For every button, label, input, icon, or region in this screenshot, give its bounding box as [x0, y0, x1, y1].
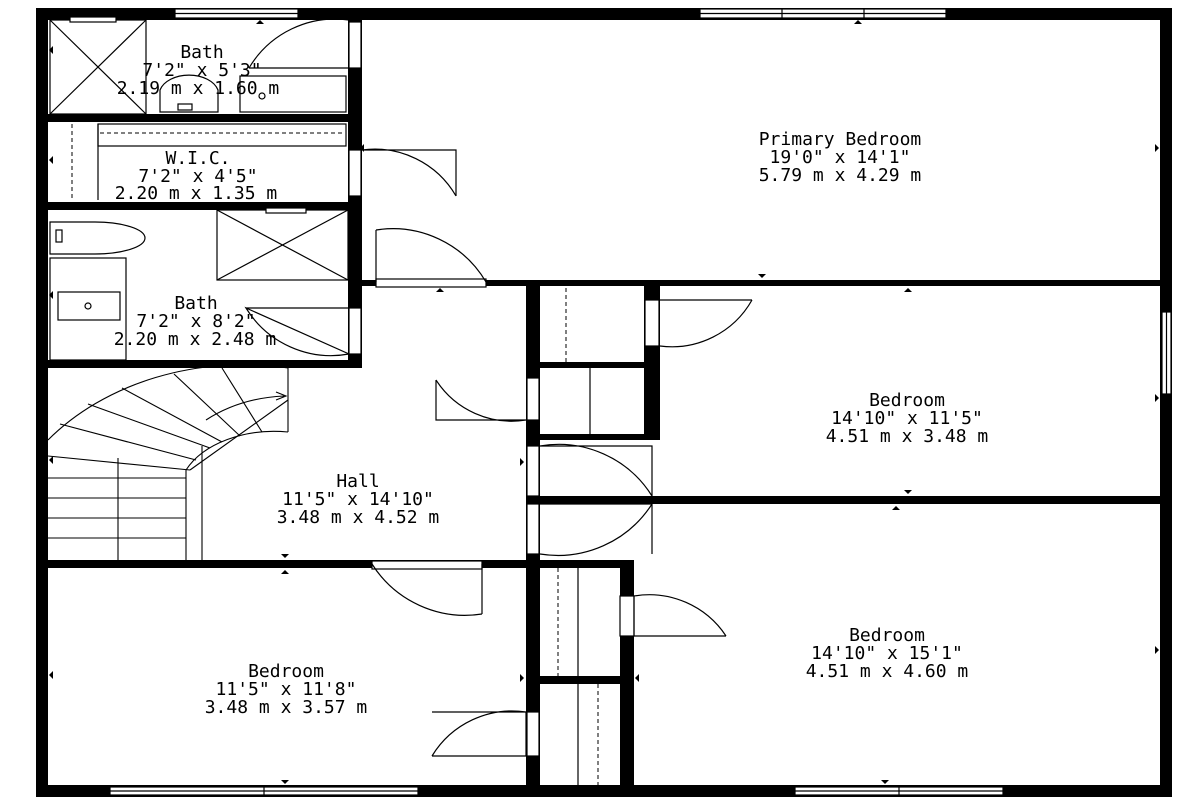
wall-closet-bottom [540, 434, 660, 440]
door-se-closet [633, 594, 727, 637]
room-imperial: 11'5" x 11'8" [216, 679, 357, 700]
door-sw-closet [431, 710, 527, 757]
wall-wic-bath [48, 202, 348, 210]
wall-hall-bottom [48, 560, 526, 568]
room-imperial: 7'2" x 5'3" [142, 60, 261, 81]
wall-lower-closet-mid [540, 676, 620, 684]
room-name: W.I.C. [165, 148, 230, 169]
door-primary [375, 228, 487, 283]
room-labels: Bath 7'2" x 5'3" 2.19 m x 1.60 m W.I.C. … [114, 42, 989, 718]
door-jamb-bath-top [348, 21, 362, 69]
sink-top [239, 75, 347, 113]
door-jamb-bedroom-se [526, 503, 540, 555]
wall-bedroom-east-bottom [540, 496, 1160, 504]
door-jamb-closet-east [644, 299, 660, 347]
toilet-tank-mid [55, 229, 63, 243]
room-primary-bedroom: Primary Bedroom 19'0" x 14'1" 5.79 m x 4… [759, 129, 922, 186]
toilet-mid [49, 221, 146, 255]
room-wic: W.I.C. 7'2" x 4'5" 2.20 m x 1.35 m [115, 148, 278, 204]
room-metric: 2.20 m x 1.35 m [115, 183, 278, 204]
door-jamb-closet-upper [526, 377, 540, 421]
room-name: Bedroom [849, 625, 925, 646]
room-imperial: 14'10" x 15'1" [811, 643, 963, 664]
door-jamb-primary [375, 278, 487, 288]
wall-lower-closet-top [540, 560, 632, 568]
room-bedroom-se: Bedroom 14'10" x 15'1" 4.51 m x 4.60 m [806, 625, 969, 682]
door-bedroom-se [539, 503, 653, 557]
room-imperial: 11'5" x 14'10" [282, 489, 434, 510]
windows [109, 8, 1172, 796]
room-imperial: 19'0" x 14'1" [770, 147, 911, 168]
room-name: Hall [336, 471, 379, 492]
toilet-tank-top [177, 103, 193, 111]
toilet-top [159, 74, 219, 113]
door-jamb-wic [348, 149, 362, 197]
room-name: Primary Bedroom [759, 129, 922, 150]
room-bath-mid: Bath 7'2" x 8'2" 2.20 m x 2.48 m [114, 293, 277, 350]
fixtures [49, 16, 599, 785]
room-bedroom-sw: Bedroom 11'5" x 11'8" 3.48 m x 3.57 m [205, 661, 368, 718]
room-name: Bath [180, 42, 223, 63]
wic-shelf [97, 123, 347, 147]
staircase [47, 364, 289, 560]
doors [244, 18, 753, 757]
door-jamb-bedroom-sw [371, 560, 483, 570]
wall-primary-bottom [362, 280, 1160, 286]
outer-wall-left [36, 8, 48, 797]
room-name: Bath [174, 293, 217, 314]
dimension-ticks [49, 20, 1159, 784]
door-bath-mid [244, 306, 352, 357]
door-jamb-bath-mid [348, 307, 362, 355]
shower-head-mid [265, 207, 307, 214]
room-imperial: 7'2" x 4'5" [138, 166, 257, 187]
door-bath-top [248, 18, 350, 69]
door-jamb-se-closet [619, 595, 635, 637]
wall-stair-top [48, 362, 54, 368]
door-closet-east [659, 299, 753, 348]
room-metric: 4.51 m x 3.48 m [826, 426, 989, 447]
room-metric: 3.48 m x 4.52 m [277, 507, 440, 528]
room-metric: 3.48 m x 3.57 m [205, 697, 368, 718]
door-bedroom-sw [371, 563, 483, 616]
room-bath-top: Bath 7'2" x 5'3" 2.19 m x 1.60 m [117, 42, 280, 99]
wall-lower-closet-east [620, 560, 634, 785]
room-bedroom-east: Bedroom 14'10" x 11'5" 4.51 m x 3.48 m [826, 390, 989, 447]
sink-mid [57, 291, 121, 321]
wall-closet-mid [540, 362, 644, 368]
room-metric: 2.20 m x 2.48 m [114, 329, 277, 350]
room-metric: 2.19 m x 1.60 m [117, 78, 280, 99]
wall-bath-wic [48, 114, 348, 122]
door-bedroom-east [539, 443, 653, 497]
door-jamb-bedroom-east [526, 445, 540, 497]
stair-direction-arrow [205, 391, 288, 421]
room-metric: 5.79 m x 4.29 m [759, 165, 922, 186]
outer-wall-right [1160, 8, 1172, 797]
room-hall: Hall 11'5" x 14'10" 3.48 m x 4.52 m [277, 471, 440, 528]
room-name: Bedroom [869, 390, 945, 411]
door-closet-upper [435, 379, 527, 422]
door-jamb-sw-closet [526, 711, 540, 757]
room-metric: 4.51 m x 4.60 m [806, 661, 969, 682]
room-imperial: 14'10" x 11'5" [831, 408, 983, 429]
room-name: Bedroom [248, 661, 324, 682]
wall-bath-stair [48, 360, 362, 368]
room-imperial: 7'2" x 8'2" [136, 311, 255, 332]
shower-head-top [69, 16, 117, 23]
door-wic [361, 148, 457, 197]
